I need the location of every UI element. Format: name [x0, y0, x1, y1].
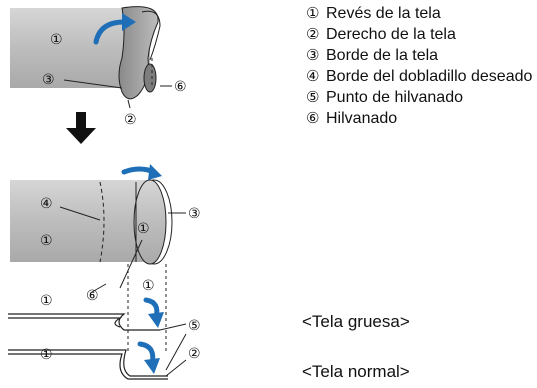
marker-thick-5: ⑤ [188, 318, 201, 334]
legend-item: ③ Borde de la tela [306, 46, 534, 65]
legend-marker: ④ [306, 67, 320, 85]
marker-mid-1a: ① [40, 233, 53, 249]
legend-item: ② Derecho de la tela [306, 25, 534, 44]
caption-normal-fabric: <Tela normal> [302, 362, 410, 381]
legend: ① Revés de la tela ② Derecho de la tela ③ Bor… [306, 4, 534, 130]
marker-normal-1: ① [40, 347, 53, 363]
marker-normal-2: ② [188, 346, 201, 362]
caption-thick-fabric: <Tela gruesa> [302, 312, 410, 331]
legend-marker: ③ [306, 46, 320, 64]
marker-mid-4: ④ [40, 196, 53, 212]
marker-top-2: ② [124, 112, 137, 128]
fabric-lip [141, 10, 161, 61]
legend-item: ⑥ Hilvanado [306, 109, 534, 128]
thick-fabric-section [8, 297, 187, 331]
legend-item: ① Revés de la tela [306, 4, 534, 23]
marker-top-1: ① [50, 32, 63, 48]
legend-text: Derecho de la tela [326, 26, 456, 43]
legend-marker: ⑤ [306, 88, 320, 106]
fold-arrow-head-icon [122, 13, 136, 31]
legend-text: Hilvanado [326, 110, 398, 127]
marker-top-3: ③ [42, 72, 55, 88]
marker-top-6: ⑥ [174, 79, 187, 95]
marker-mid-6: ⑥ [86, 288, 99, 304]
legend-item: ④ Borde del dobladillo deseado [306, 67, 534, 86]
top-fabric-illustration [10, 6, 172, 109]
fold-arrow-icon [93, 19, 127, 45]
down-arrow-icon [66, 112, 96, 144]
rotate-arrow-head-icon [148, 164, 162, 180]
marker-mid-1b: ① [137, 221, 150, 237]
legend-item: ⑤ Punto de hilvanado [306, 88, 534, 107]
marker-mid-1c: ① [142, 278, 155, 294]
legend-marker: ⑥ [306, 109, 320, 127]
legend-text: Borde del dobladillo deseado [326, 68, 533, 85]
legend-text: Punto de hilvanado [326, 89, 463, 106]
middle-fabric-illustration [10, 164, 186, 293]
marker-thick-1: ① [40, 293, 53, 309]
legend-marker: ② [306, 25, 320, 43]
hem-edge-line [99, 181, 105, 263]
legend-text: Borde de la tela [326, 47, 439, 64]
marker-mid-3: ③ [188, 206, 201, 222]
legend-marker: ① [306, 4, 320, 22]
legend-text: Revés de la tela [326, 5, 441, 22]
normal-fabric-section [8, 333, 187, 380]
folded-fabric-edge [118, 6, 159, 100]
